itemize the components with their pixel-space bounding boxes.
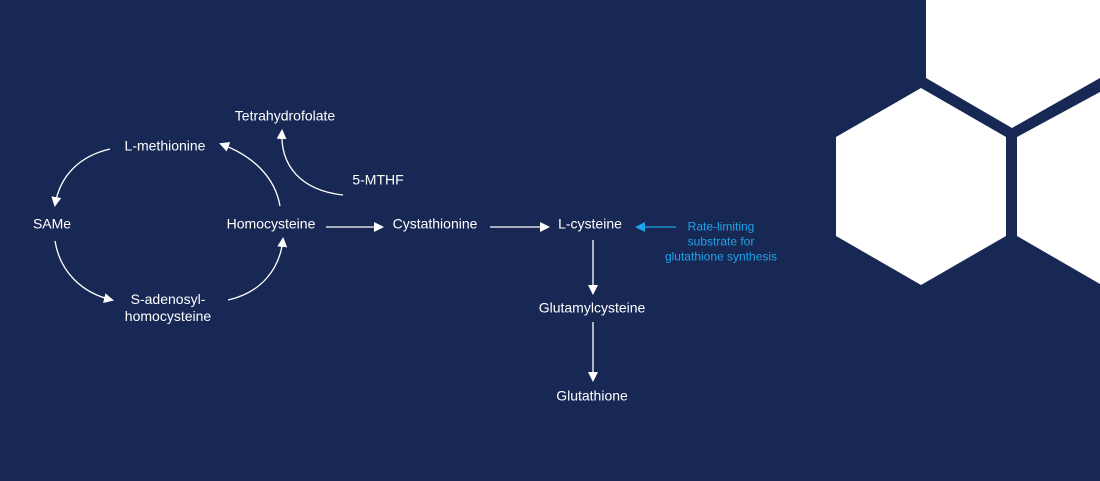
node-glutamylcysteine: Glutamylcysteine bbox=[538, 299, 646, 316]
node-5-mthf: 5-MTHF bbox=[352, 171, 404, 188]
arrow-methionine-to-same bbox=[51, 148, 111, 207]
hexagon-left bbox=[836, 88, 1006, 285]
node-homocysteine: Homocysteine bbox=[226, 215, 316, 232]
arrow-same-to-s-adenosyl bbox=[54, 240, 114, 304]
arrow-mthf-to-tetrahydrofolate bbox=[276, 129, 344, 196]
node-l-methionine: L-methionine bbox=[124, 137, 206, 154]
annotation-line1: Rate-limiting bbox=[687, 219, 755, 234]
node-cystathionine: Cystathionine bbox=[392, 215, 478, 232]
arrow-s-adenosyl-to-homocysteine bbox=[227, 237, 288, 301]
annotation-line3: glutathione synthesis bbox=[664, 249, 778, 264]
node-glutathione: Glutathione bbox=[556, 387, 628, 404]
node-s-adenosyl-line2: homocysteine bbox=[124, 308, 212, 324]
node-tetrahydrofolate: Tetrahydrofolate bbox=[234, 107, 336, 124]
node-s-adenosyl-line1: S-adenosyl- bbox=[130, 291, 206, 307]
annotation-rate-limiting: Rate-limiting substrate for glutathione … bbox=[665, 220, 777, 265]
node-same: SAMe bbox=[32, 215, 72, 232]
arrow-homocysteine-to-methionine bbox=[219, 142, 281, 207]
node-l-cysteine: L-cysteine bbox=[558, 215, 622, 232]
node-s-adenosyl-homocysteine: S-adenosyl- homocysteine bbox=[125, 291, 211, 325]
annotation-line2: substrate for bbox=[687, 234, 755, 249]
hexagon-top bbox=[926, 0, 1100, 128]
hexagon-right bbox=[1017, 92, 1100, 284]
